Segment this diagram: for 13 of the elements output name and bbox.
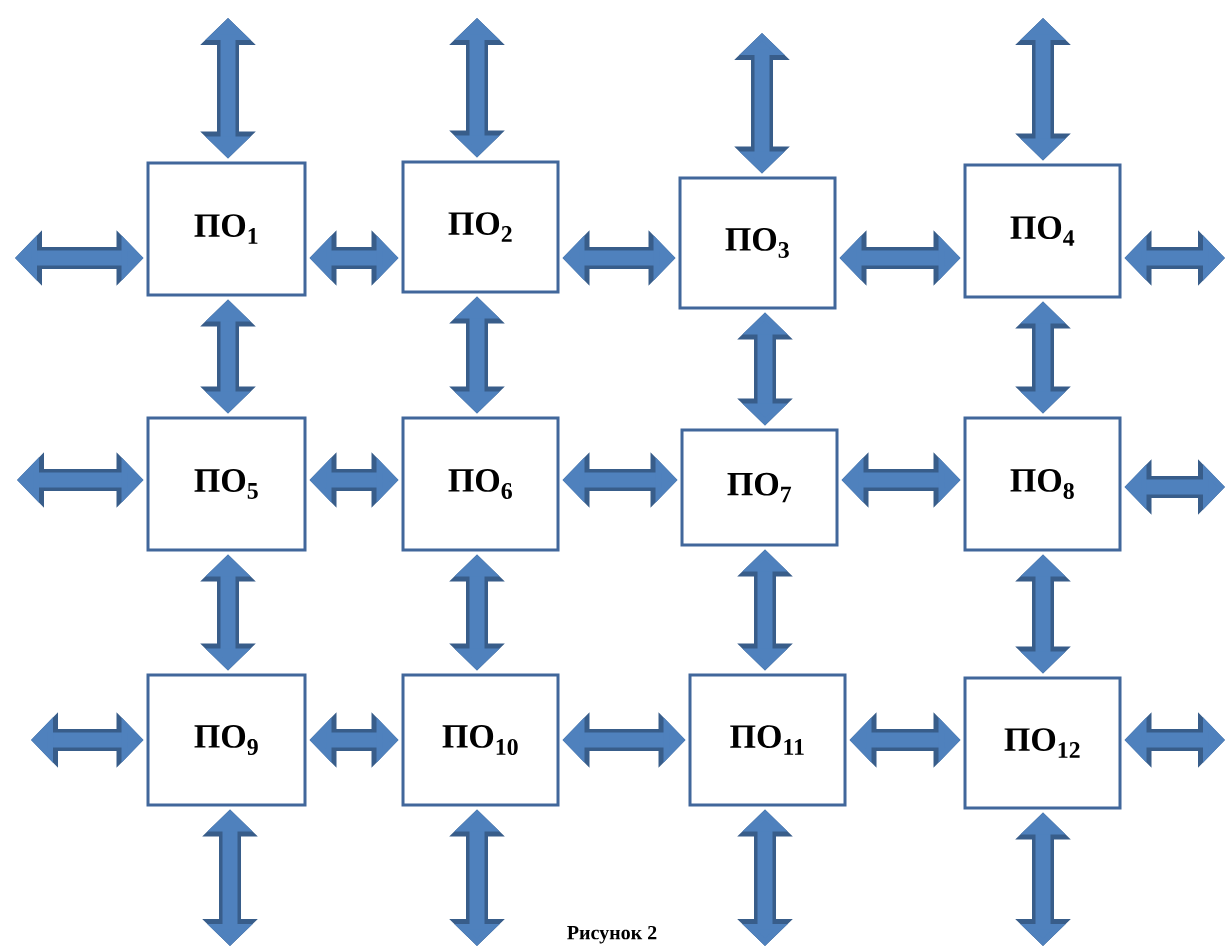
process-box: ПО$_{3}$	[678, 176, 837, 310]
process-box: ПО$_{1}$	[146, 161, 307, 297]
process-box: ПО$_{5}$	[146, 416, 307, 552]
process-box: ПО$_{10}$	[401, 673, 560, 807]
process-box: ПО$_{11}$	[688, 673, 847, 807]
process-box: ПО$_{4}$	[963, 163, 1122, 299]
process-box: ПО$_{6}$	[401, 416, 560, 552]
process-box: ПО$_{8}$	[963, 416, 1122, 552]
process-box: ПО$_{7}$	[680, 428, 839, 547]
caption: Рисунок 2	[567, 925, 657, 944]
process-box: ПО$_{2}$	[401, 160, 560, 294]
process-box: ПО$_{12}$	[963, 676, 1122, 810]
process-box: ПО$_{9}$	[146, 673, 307, 807]
